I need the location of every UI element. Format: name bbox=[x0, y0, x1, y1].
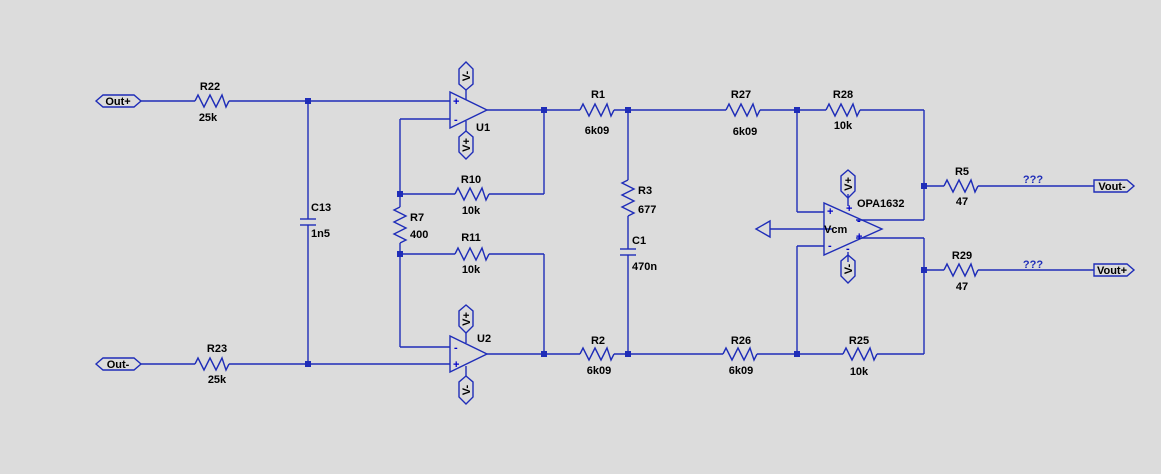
c13-value: 1n5 bbox=[311, 228, 330, 240]
supply-u2-vminus[interactable]: V- bbox=[458, 375, 474, 405]
opa-name: OPA1632 bbox=[857, 198, 905, 210]
r3-name: R3 bbox=[638, 185, 652, 197]
port-vout-plus[interactable]: Vout+ bbox=[1093, 263, 1136, 277]
r28-name: R28 bbox=[833, 89, 853, 101]
r28-value: 10k bbox=[834, 120, 853, 132]
opa-vplus-label: V+ bbox=[843, 177, 855, 191]
u2-vplus-label: V+ bbox=[461, 312, 473, 326]
r29-name: R29 bbox=[952, 250, 972, 262]
u1-minus-pin: - bbox=[454, 114, 458, 126]
r7-value: 400 bbox=[410, 229, 428, 241]
junctions bbox=[305, 98, 927, 367]
port-out-minus[interactable]: Out- bbox=[94, 357, 143, 371]
c1-value: 470n bbox=[632, 261, 657, 273]
supply-opa-vminus[interactable]: V- bbox=[840, 254, 856, 284]
resistor-r3[interactable]: R3 677 bbox=[620, 179, 656, 217]
r11-name: R11 bbox=[461, 232, 481, 244]
supply-u1-vminus[interactable]: V- bbox=[458, 61, 474, 91]
r5-value: 47 bbox=[956, 196, 968, 208]
opa-vcm-label: Vcm bbox=[824, 224, 847, 236]
resistor-r2[interactable]: R2 6k09 bbox=[579, 335, 615, 377]
r10-name: R10 bbox=[461, 174, 481, 186]
u2-plus-pin: + bbox=[453, 359, 459, 371]
resistor-r25[interactable]: R25 10k bbox=[842, 335, 878, 378]
opamp-u1[interactable]: + - U1 bbox=[449, 90, 490, 134]
r22-value: 25k bbox=[199, 112, 218, 124]
resistor-r11[interactable]: R11 10k bbox=[454, 232, 490, 276]
wires bbox=[141, 90, 1094, 376]
opa-minus-supply-pin: - bbox=[846, 243, 850, 255]
resistor-r7[interactable]: R7 400 bbox=[392, 206, 428, 244]
r23-value: 25k bbox=[208, 374, 227, 386]
opa-plus-in-pin: + bbox=[827, 206, 833, 218]
resistor-r26[interactable]: R26 6k09 bbox=[722, 335, 758, 377]
resistor-r27[interactable]: R27 6k09 bbox=[725, 89, 761, 138]
resistor-r1[interactable]: R1 6k09 bbox=[579, 89, 615, 137]
r26-value: 6k09 bbox=[729, 365, 753, 377]
supply-u1-vplus[interactable]: V+ bbox=[458, 130, 474, 160]
supply-u2-vplus[interactable]: V+ bbox=[458, 304, 474, 334]
u1-vplus-label: V+ bbox=[461, 138, 473, 152]
r27-name: R27 bbox=[731, 89, 751, 101]
u1-plus-pin: + bbox=[453, 96, 459, 108]
r2-value: 6k09 bbox=[587, 365, 611, 377]
port-out-plus[interactable]: Out+ bbox=[94, 94, 143, 108]
u2-minus-pin: - bbox=[454, 342, 458, 354]
opamp-u2[interactable]: - + U2 bbox=[449, 333, 491, 374]
port-vout-minus-label: Vout- bbox=[1098, 181, 1126, 193]
r27-value: 6k09 bbox=[733, 126, 757, 138]
unknown-annotation-bottom: ??? bbox=[1023, 259, 1043, 271]
u2-vminus-label: V- bbox=[461, 384, 473, 395]
unknown-annotation-top: ??? bbox=[1023, 174, 1043, 186]
port-out-minus-label: Out- bbox=[107, 359, 130, 371]
resistor-r23[interactable]: R23 25k bbox=[194, 343, 230, 386]
capacitor-c13[interactable]: C13 1n5 bbox=[300, 202, 331, 240]
u1-name: U1 bbox=[476, 122, 490, 134]
r26-name: R26 bbox=[731, 335, 751, 347]
c13-name: C13 bbox=[311, 202, 331, 214]
resistor-r29[interactable]: R29 47 bbox=[943, 250, 979, 293]
opa-minus-out-pin: - bbox=[857, 215, 861, 227]
c1-name: C1 bbox=[632, 235, 646, 247]
opa-minus-in-pin: - bbox=[828, 240, 832, 252]
r7-name: R7 bbox=[410, 212, 424, 224]
r5-name: R5 bbox=[955, 166, 969, 178]
r1-value: 6k09 bbox=[585, 125, 609, 137]
port-out-plus-label: Out+ bbox=[105, 96, 130, 108]
r25-value: 10k bbox=[850, 366, 869, 378]
r25-name: R25 bbox=[849, 335, 869, 347]
resistor-r28[interactable]: R28 10k bbox=[825, 89, 861, 132]
u1-vminus-label: V- bbox=[461, 70, 473, 81]
opa-vminus-label: V- bbox=[843, 263, 855, 274]
r22-name: R22 bbox=[200, 81, 220, 93]
opa-plus-out-pin: + bbox=[856, 231, 862, 243]
r11-value: 10k bbox=[462, 264, 481, 276]
r29-value: 47 bbox=[956, 281, 968, 293]
supply-opa-vplus[interactable]: V+ bbox=[840, 169, 856, 199]
r3-value: 677 bbox=[638, 204, 656, 216]
port-vout-plus-label: Vout+ bbox=[1097, 265, 1127, 277]
opa-plus-supply-pin: + bbox=[846, 203, 852, 215]
resistor-r10[interactable]: R10 10k bbox=[454, 174, 490, 217]
r23-name: R23 bbox=[207, 343, 227, 355]
port-vout-minus[interactable]: Vout- bbox=[1093, 179, 1136, 193]
r1-name: R1 bbox=[591, 89, 605, 101]
r10-value: 10k bbox=[462, 205, 481, 217]
resistor-r5[interactable]: R5 47 bbox=[943, 166, 979, 208]
opamp-opa1632[interactable]: + - + - - + Vcm OPA1632 bbox=[823, 198, 905, 257]
r2-name: R2 bbox=[591, 335, 605, 347]
u2-name: U2 bbox=[477, 333, 491, 345]
resistor-r22[interactable]: R22 25k bbox=[194, 81, 230, 124]
capacitor-c1[interactable]: C1 470n bbox=[620, 235, 657, 273]
vcm-arrow[interactable] bbox=[754, 219, 771, 239]
